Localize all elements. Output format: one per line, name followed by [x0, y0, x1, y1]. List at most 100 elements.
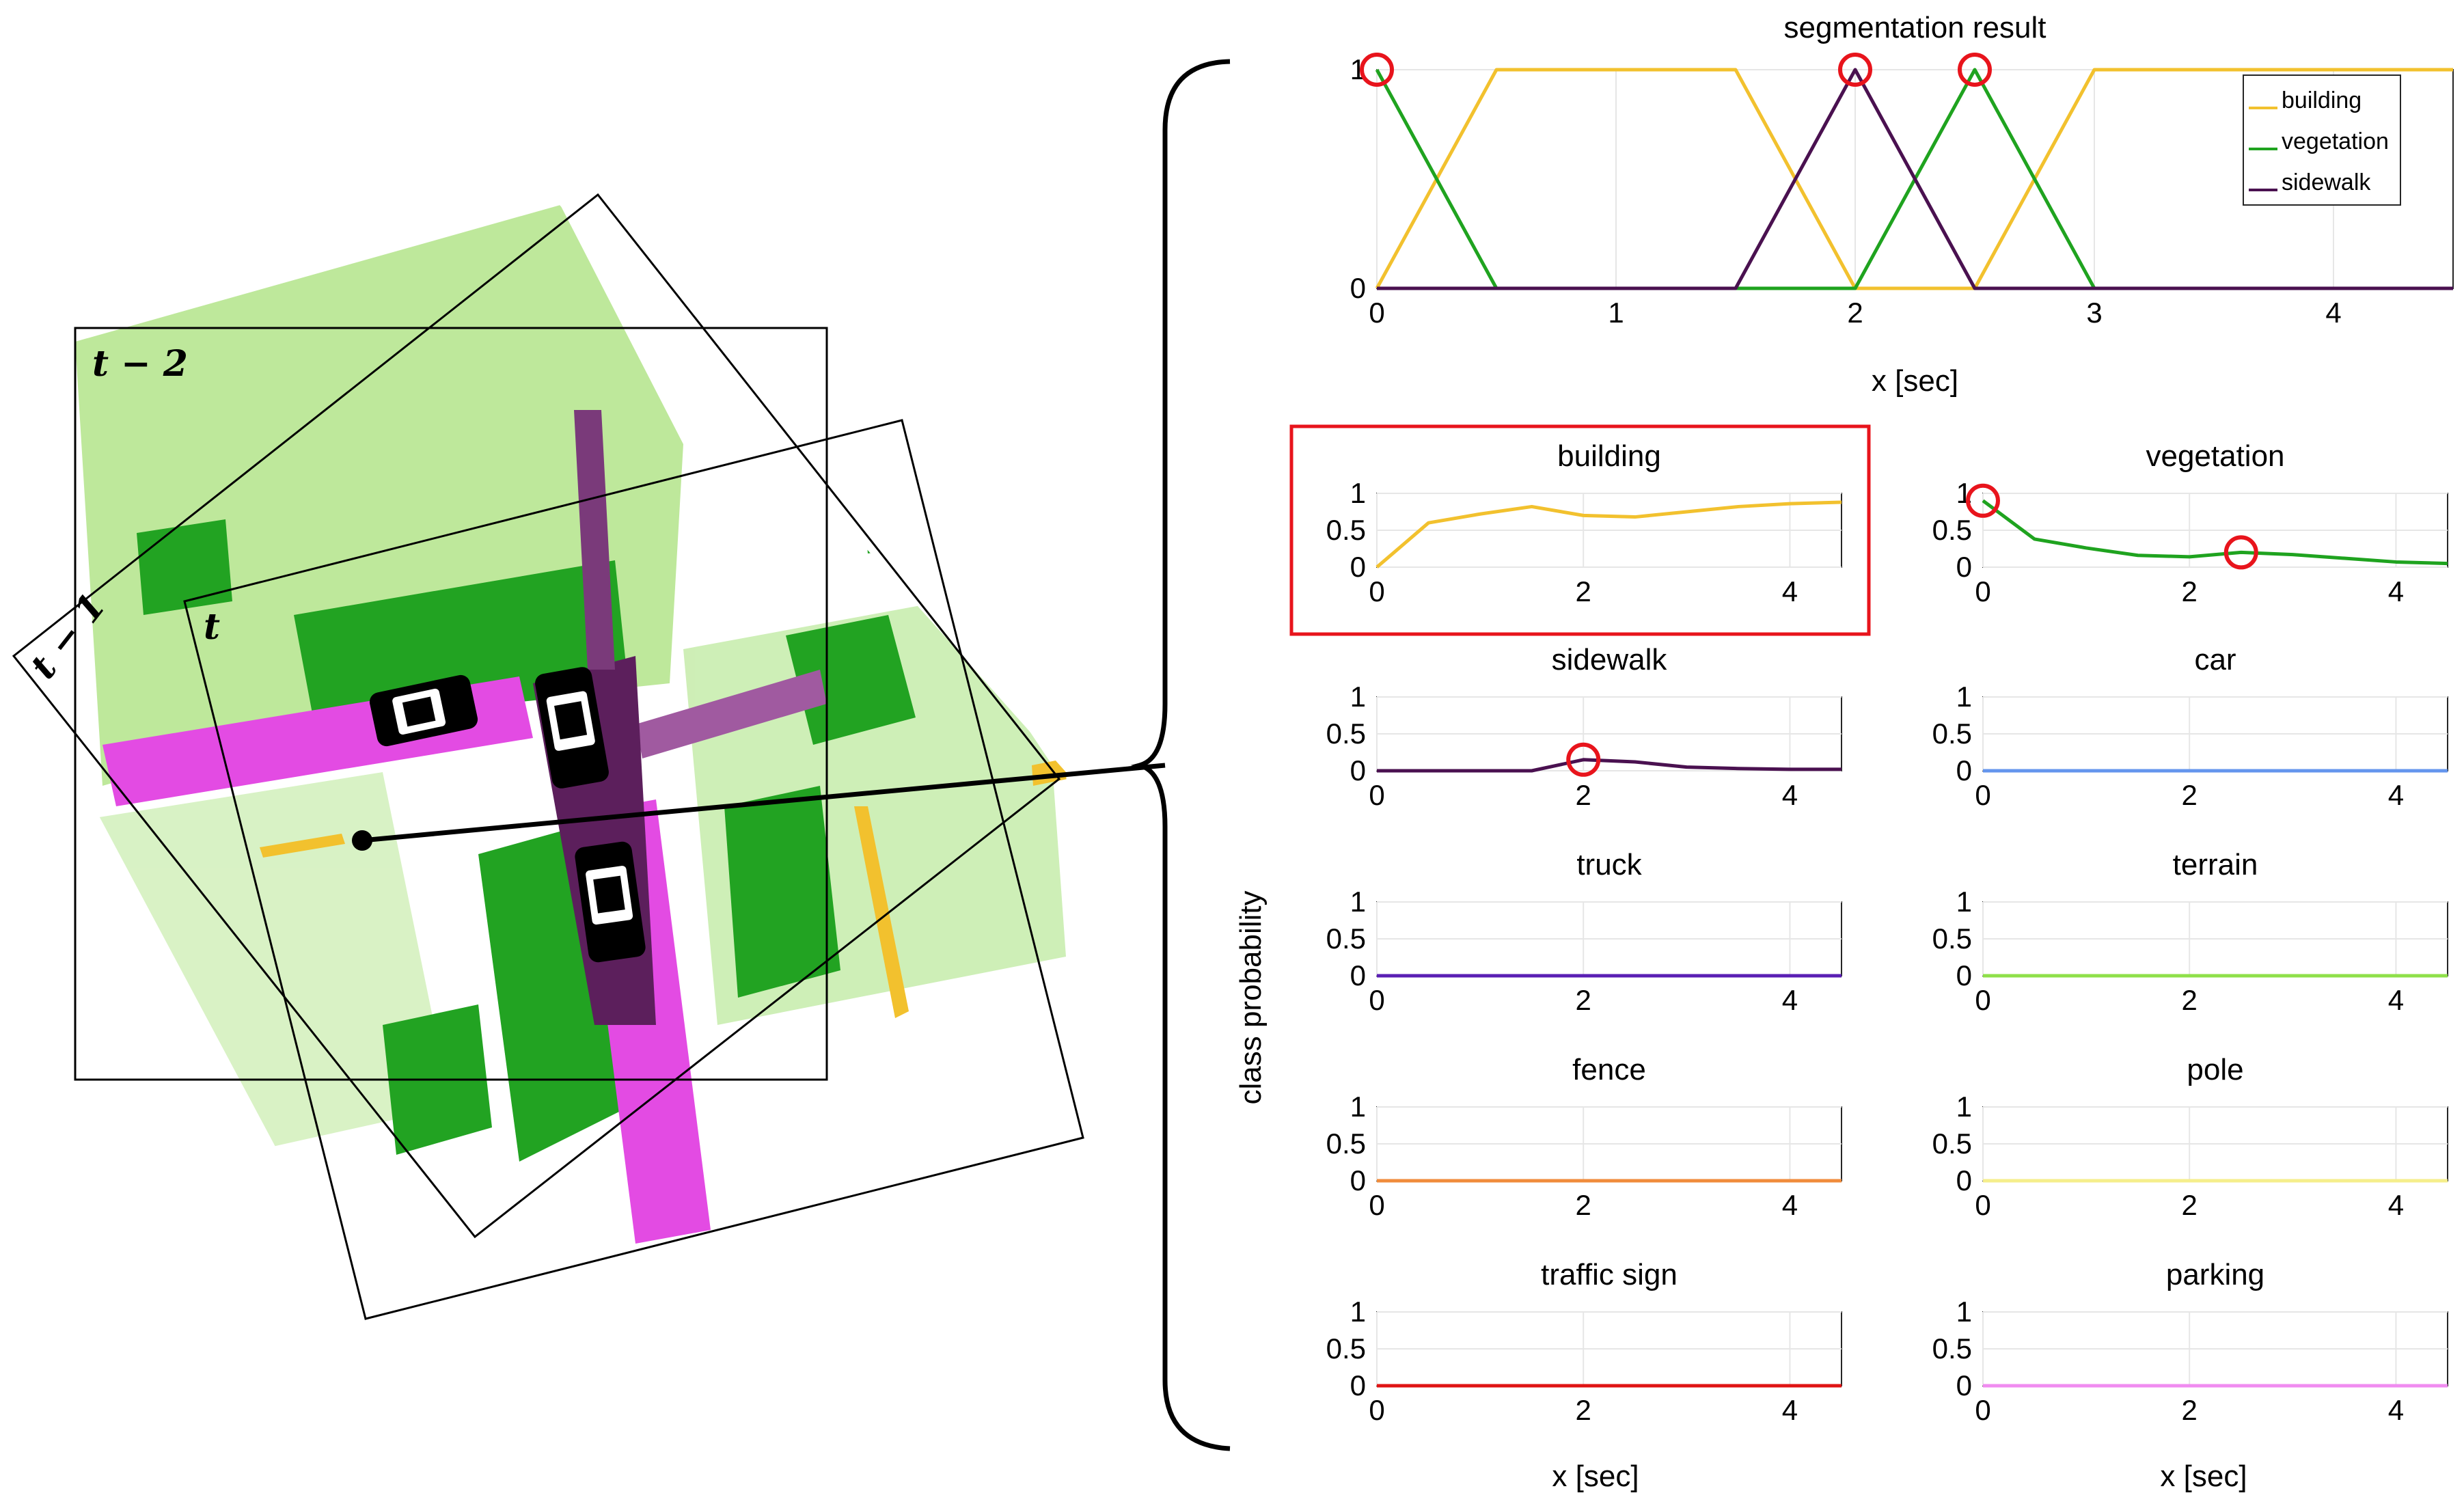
x-tick-label: 0	[1975, 1189, 1990, 1221]
x-tick-label: 0	[1975, 779, 1990, 811]
x-tick-label: 4	[2388, 984, 2404, 1016]
car-icon	[535, 667, 609, 789]
y-tick-label: 1	[1350, 477, 1366, 509]
y-tick-label: 0.5	[1326, 1332, 1366, 1365]
plot-title: sidewalk	[1552, 643, 1668, 676]
y-tick-label: 0.5	[1932, 1127, 1972, 1160]
series-line-vegetation	[1982, 499, 2448, 566]
x-tick-label: 4	[1782, 1189, 1798, 1221]
x-tick-label: 1	[1608, 297, 1624, 329]
highlight-marker	[1566, 742, 1601, 777]
connector-line	[361, 763, 1166, 843]
highlight-marker	[1966, 483, 2000, 518]
y-tick-label: 0	[1956, 959, 1972, 991]
x-tick-label: 2	[2182, 1394, 2198, 1426]
car-icon	[575, 841, 646, 963]
y-tick-label: 1	[1350, 1091, 1366, 1123]
x-tick-label: 0	[1369, 1394, 1384, 1426]
x-tick-label: 2	[2182, 575, 2198, 607]
y-tick-label: 0.5	[1932, 1332, 1972, 1365]
x-tick-label: 4	[1782, 779, 1798, 811]
y-tick-label: 0	[1956, 1369, 1972, 1401]
x-tick-label: 2	[1576, 1189, 1591, 1221]
shared-xlabel-right: x [sec]	[2160, 1460, 2247, 1493]
y-tick-label: 1	[1956, 886, 1972, 918]
y-tick-label: 0.5	[1326, 514, 1366, 546]
car-icon	[369, 674, 478, 747]
curly-bracket	[1130, 59, 1231, 1451]
y-tick-label: 1	[1350, 1296, 1366, 1328]
legend-label: sidewalk	[2282, 169, 2371, 195]
y-tick-label: 0	[1350, 1164, 1366, 1196]
y-tick-label: 0	[1956, 1164, 1972, 1196]
y-tick-label: 1	[1956, 1091, 1972, 1123]
plot-title: traffic sign	[1541, 1258, 1678, 1291]
x-tick-label: 2	[1576, 575, 1591, 607]
y-tick-label: 0.5	[1326, 1127, 1366, 1160]
highlight-marker	[2223, 535, 2258, 570]
x-tick-label: 2	[1847, 297, 1863, 329]
y-tick-label: 0	[1350, 754, 1366, 786]
series-line-sidewalk	[1377, 758, 1842, 773]
x-tick-label: 0	[1975, 1394, 1990, 1426]
x-axis-label: x [sec]	[1872, 364, 1958, 398]
x-tick-label: 4	[2388, 1394, 2404, 1426]
x-tick-label: 0	[1369, 297, 1384, 329]
plot-title: fence	[1572, 1053, 1646, 1086]
shared-ylabel: class probability	[1234, 890, 1268, 1104]
y-tick-label: 0.5	[1932, 717, 1972, 750]
frame-label-t-minus-2: t − 2	[92, 343, 188, 385]
plot-title: parking	[2166, 1258, 2264, 1291]
x-tick-label: 4	[2388, 1189, 2404, 1221]
y-tick-label: 0.5	[1932, 514, 1972, 546]
x-tick-label: 0	[1369, 779, 1384, 811]
point-cloud-scene: t − 2 t − 1 t	[12, 193, 1166, 1320]
series-line-building	[1375, 500, 1842, 569]
x-tick-label: 4	[1782, 575, 1798, 607]
y-tick-label: 1	[1350, 681, 1366, 713]
x-tick-label: 2	[1576, 1394, 1591, 1426]
plot-title: building	[1557, 439, 1661, 473]
legend-label: building	[2282, 87, 2362, 113]
y-tick-label: 0	[1350, 1369, 1366, 1401]
x-tick-label: 4	[1782, 1394, 1798, 1426]
y-tick-label: 0	[1350, 959, 1366, 991]
plot-title: truck	[1576, 848, 1642, 881]
series-line-sidewalk	[1377, 68, 2453, 290]
plot-title: vegetation	[2146, 439, 2284, 473]
frames	[12, 193, 1084, 1320]
x-tick-label: 4	[2388, 575, 2404, 607]
plot-title: terrain	[2173, 848, 2258, 881]
x-tick-label: 0	[1369, 1189, 1384, 1221]
y-tick-label: 0	[1956, 551, 1972, 583]
highlight-marker	[1838, 53, 1872, 87]
frame-t	[183, 419, 1084, 1320]
y-tick-label: 1	[1956, 681, 1972, 713]
frame-label-t: t	[204, 606, 220, 648]
y-tick-label: 0	[1956, 754, 1972, 786]
x-tick-label: 2	[1576, 984, 1591, 1016]
y-tick-label: 0	[1350, 551, 1366, 583]
shared-xlabel-left: x [sec]	[1552, 1460, 1639, 1493]
y-tick-label: 1	[1956, 1296, 1972, 1328]
y-tick-label: 1	[1350, 886, 1366, 918]
y-tick-label: 0.5	[1326, 717, 1366, 750]
plot-title: pole	[2187, 1053, 2243, 1086]
highlight-marker	[1958, 53, 1992, 87]
cars	[369, 667, 646, 963]
x-tick-label: 2	[2182, 984, 2198, 1016]
x-tick-label: 2	[2182, 1189, 2198, 1221]
x-tick-label: 4	[2388, 779, 2404, 811]
x-tick-label: 0	[1975, 575, 1990, 607]
highlight-marker	[1360, 53, 1394, 87]
